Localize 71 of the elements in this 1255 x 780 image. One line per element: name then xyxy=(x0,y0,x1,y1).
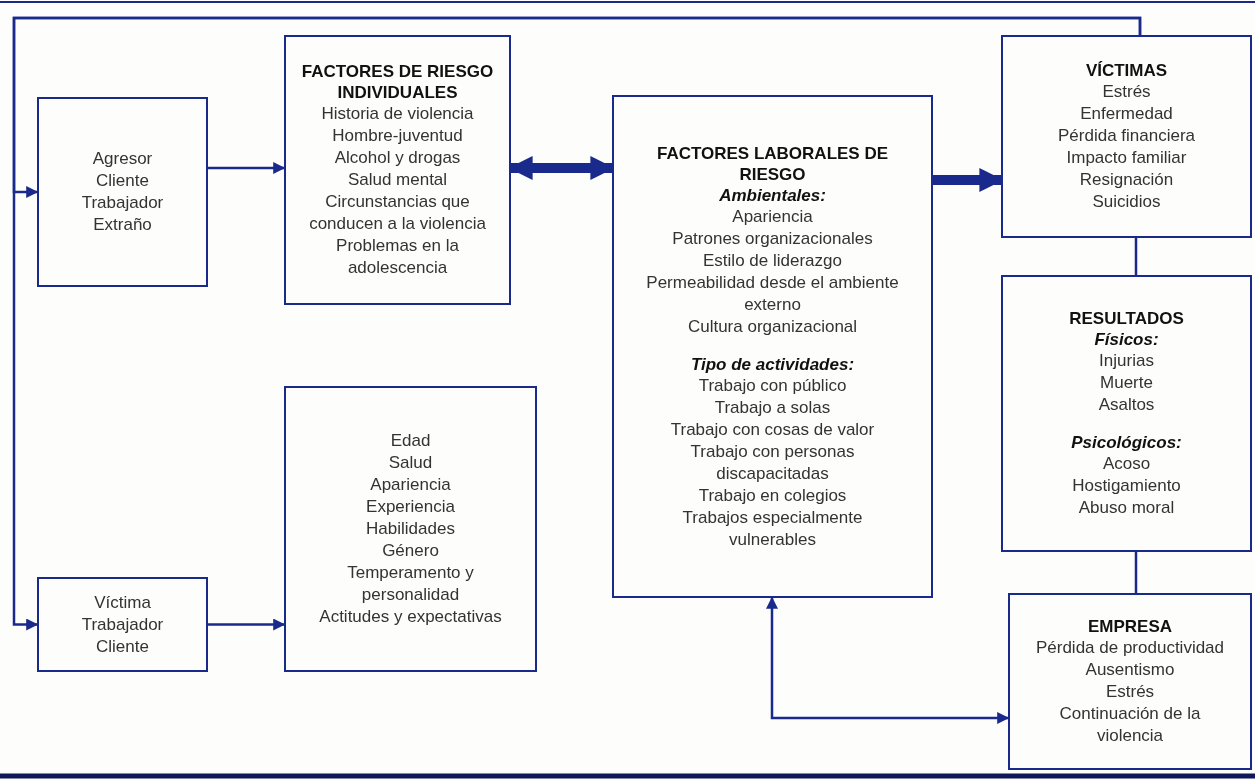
text-box xyxy=(612,95,933,598)
list-item: Cliente xyxy=(96,170,149,192)
list-item: Temperamento y personalidad xyxy=(346,562,475,606)
list-item: Trabajador xyxy=(81,613,164,636)
list-item: Resignación xyxy=(1079,169,1174,191)
list-item: Apariencia xyxy=(732,205,813,228)
list-item: Circunstancias que conducen a la violencia xyxy=(308,191,487,235)
text-box xyxy=(1001,275,1252,552)
text-box xyxy=(37,97,208,287)
list-item: Experiencia xyxy=(366,496,455,518)
list-item: Actitudes y expectativas xyxy=(319,606,502,628)
list-item: Extraño xyxy=(93,214,152,236)
list-item: Trabajo con personas discapacitadas xyxy=(689,440,856,485)
list-item: Patrones organizacionales xyxy=(672,227,873,250)
list-item: Hostigamiento xyxy=(1072,475,1181,497)
text-box xyxy=(284,386,537,672)
list-item: Estrés xyxy=(1105,681,1155,703)
list-item: Trabajo en colegios xyxy=(698,484,847,507)
section-heading: Ambientales: xyxy=(719,184,826,206)
box-heading: EMPRESA xyxy=(1087,616,1173,637)
section-heading: Psicológicos: xyxy=(1071,432,1182,453)
section-heading: Físicos: xyxy=(1094,329,1159,350)
list-item: Historia de violencia xyxy=(321,103,474,125)
section-heading: Tipo de actividades: xyxy=(690,353,855,375)
list-item: Pérdida de productividad xyxy=(1035,637,1225,659)
list-item: Acoso xyxy=(1102,453,1151,475)
list-item: Edad xyxy=(390,430,431,452)
list-item: Apariencia xyxy=(370,474,451,496)
list-item: Hombre-juventud xyxy=(332,125,463,147)
list-item: Pérdida financiera xyxy=(1058,125,1195,147)
list-item: Agresor xyxy=(92,148,153,170)
list-item: Trabajo con cosas de valor xyxy=(670,418,875,441)
list-item: Trabajos especialmente vulnerables xyxy=(681,506,864,551)
arrow xyxy=(208,162,286,174)
list-item: Abuso moral xyxy=(1078,497,1175,519)
list-item: Injurias xyxy=(1099,350,1154,372)
list-item: Víctima xyxy=(94,591,151,614)
list-item: Estrés xyxy=(1102,81,1151,103)
text-box xyxy=(284,35,511,305)
list-item: Cliente xyxy=(96,635,149,658)
arrow xyxy=(12,16,1142,631)
list-item: Estilo de liderazgo xyxy=(703,249,842,272)
list-item: Impacto familiar xyxy=(1066,147,1187,169)
list-item: Asaltos xyxy=(1098,394,1155,416)
list-item: Trabajador xyxy=(81,192,164,214)
list-item: Salud xyxy=(388,452,433,474)
connector-line xyxy=(1134,552,1138,593)
list-item: Suicidios xyxy=(1092,191,1161,213)
list-item: Muerte xyxy=(1100,372,1153,394)
box-heading: VÍCTIMAS xyxy=(1085,60,1168,81)
list-item: Alcohol y drogas xyxy=(334,147,461,169)
text-box xyxy=(37,577,208,672)
arrow xyxy=(208,618,286,631)
list-item: Continuación de la violencia xyxy=(1058,703,1202,747)
list-item: Salud mental xyxy=(347,169,448,191)
text-box xyxy=(1008,593,1252,770)
list-item: Habilidades xyxy=(366,518,455,540)
box-heading: RESULTADOS xyxy=(1069,308,1184,329)
double-arrow xyxy=(766,596,1010,724)
box-heading: FACTORES LABORALES DE RIESGO xyxy=(655,142,890,185)
list-item: Problemas en la adolescencia xyxy=(335,235,460,279)
list-item: Género xyxy=(382,540,439,562)
connector-line xyxy=(1134,238,1138,275)
list-item: Permeabilidad desde el ambiente externo xyxy=(645,271,900,316)
text-box xyxy=(1001,35,1252,238)
list-item: Ausentismo xyxy=(1085,659,1175,681)
list-item: Cultura organizacional xyxy=(687,315,858,338)
list-item: Trabajo con público xyxy=(698,374,847,397)
list-item: Trabajo a solas xyxy=(714,396,831,419)
list-item: Enfermedad xyxy=(1080,103,1173,125)
box-heading: FACTORES DE RIESGO INDIVIDUALES xyxy=(300,61,495,103)
